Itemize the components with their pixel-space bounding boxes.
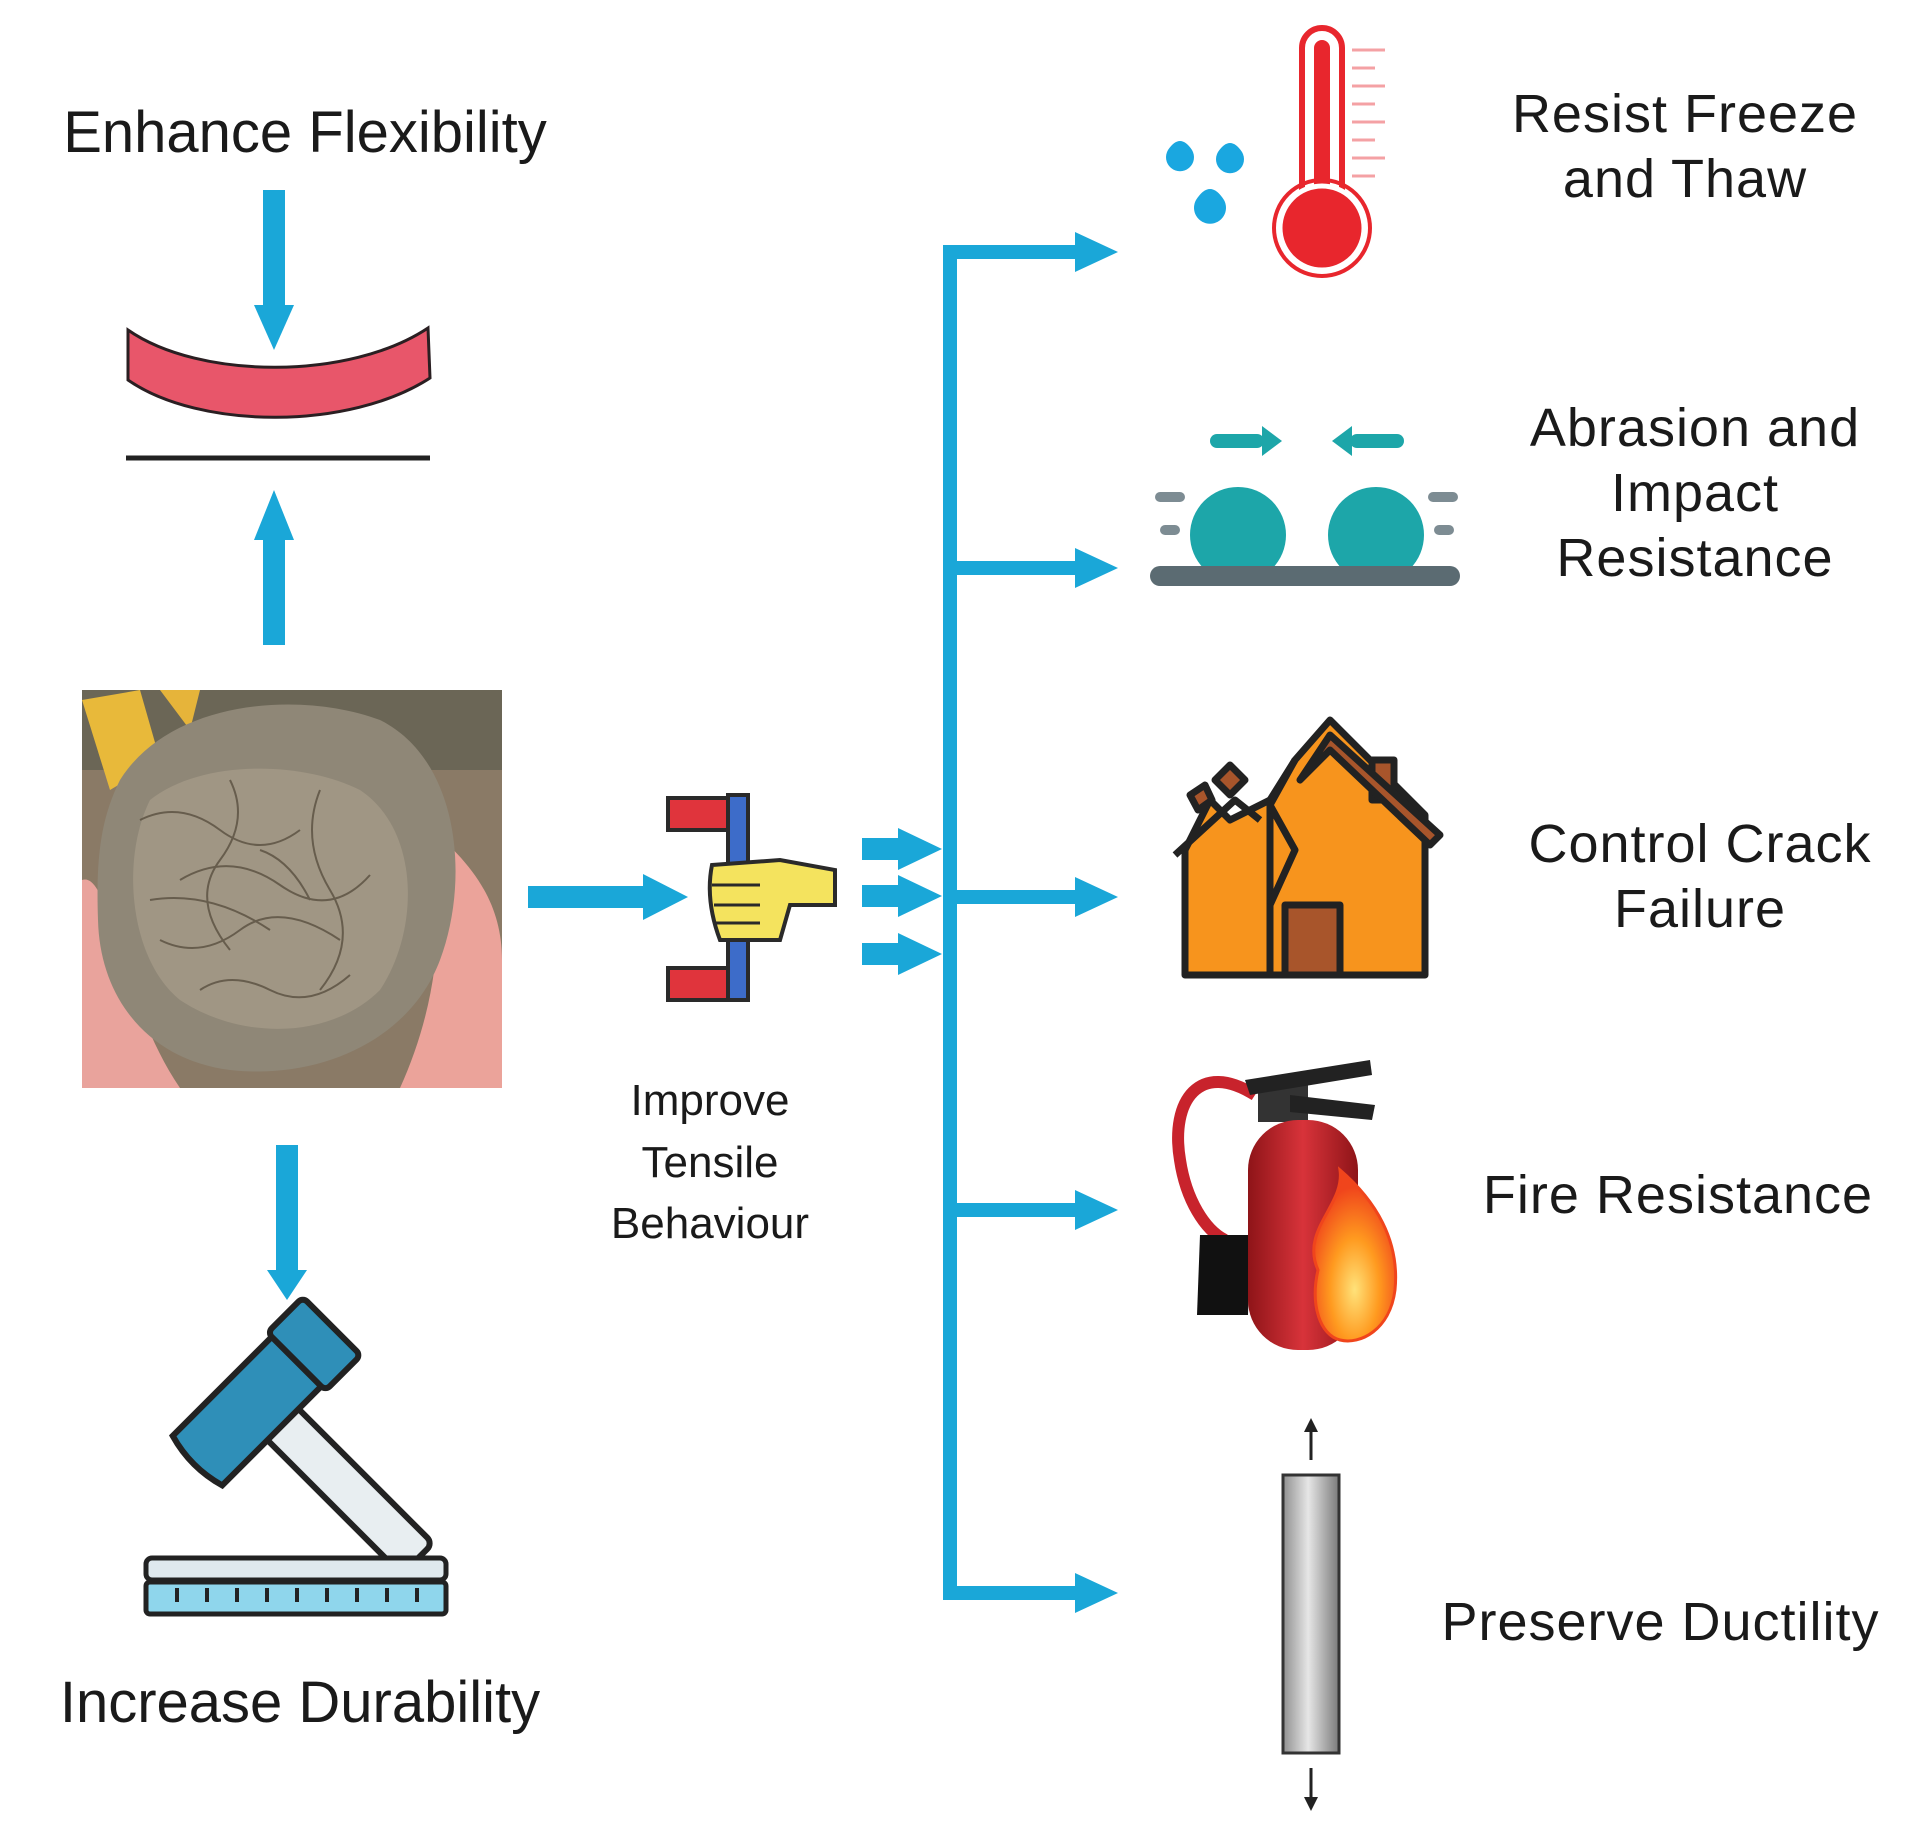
arrow-short-1-shaft [862,838,902,860]
branch-2-shaft [943,561,1078,575]
arrow-down-durability-shaft [276,1145,298,1275]
arrow-short-3-head [898,933,942,975]
hammer-on-plate-icon [143,1296,449,1617]
label-preserve-ductility: Preserve Ductility [1441,1592,1880,1652]
fire-extinguisher-icon [1172,1060,1398,1350]
thermometer-water-drops-icon [1166,25,1385,278]
arrow-short-1-head [898,828,942,870]
cracked-house-icon [1172,716,1444,979]
branch-4-shaft [943,1203,1078,1217]
label-enhance-flexibility: Enhance Flexibility [63,100,547,165]
bent-beam-icon [126,325,432,461]
tension-bar-icon [1281,1418,1341,1811]
arrow-group [254,190,1118,1613]
arrow-short-2-head [898,875,942,917]
arrow-short-2-shaft [862,885,902,907]
label-control-crack: Control Crack Failure [1528,814,1872,939]
fiber-soil-photo [82,690,502,1088]
branch-1-head [1075,232,1118,272]
branch-4-head [1075,1190,1118,1230]
arrow-right-tensile-shaft [528,886,648,908]
branch-2-head [1075,548,1118,588]
colliding-balls-icon [1150,426,1460,586]
arrow-short-3-shaft [862,943,902,965]
label-improve-tensile: Improve Tensile Behaviour [610,1076,810,1249]
label-freeze-thaw: Resist Freeze and Thaw [1511,84,1859,209]
branch-3-head [1075,877,1118,917]
arrow-down-durability-head [267,1270,307,1300]
arrow-up-shaft [263,535,285,645]
label-increase-durability: Increase Durability [59,1670,541,1735]
label-fire-resistance: Fire Resistance [1482,1165,1874,1225]
branch-3-shaft [943,890,1078,904]
label-abrasion-impact: Abrasion and Impact Resistance [1529,398,1861,588]
branch-1-shaft [943,245,1078,259]
magnet-hand-icon [666,793,837,1002]
arrow-right-tensile-head [643,874,688,920]
arrow-down-flex-head [254,305,294,350]
branch-5-shaft [943,1586,1078,1600]
branch-5-head [1075,1573,1118,1613]
arrow-up-head [254,490,294,540]
arrow-down-flex-shaft [263,190,285,310]
branch-trunk [943,245,957,1600]
